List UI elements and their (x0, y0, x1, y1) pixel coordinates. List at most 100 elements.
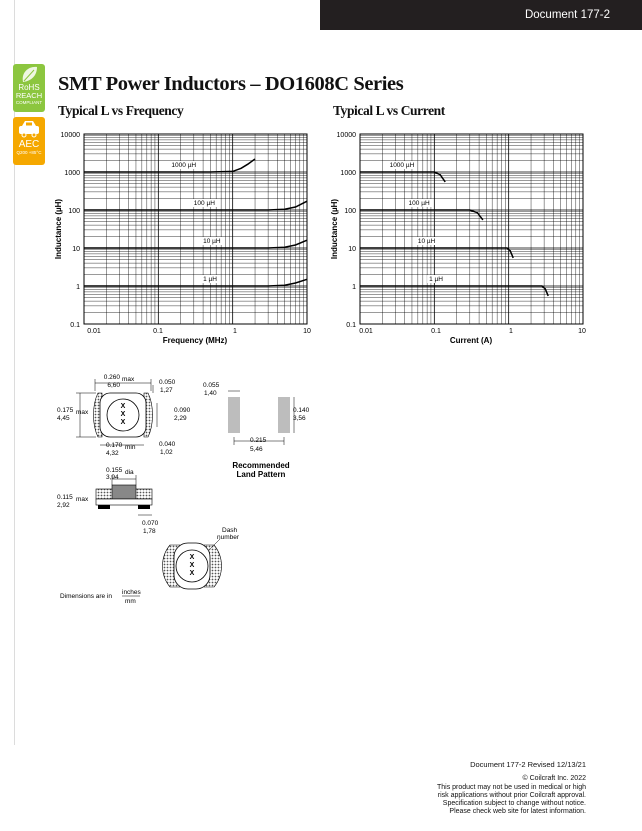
frequency-series-label-bg-1 (191, 199, 218, 207)
current-series-label-bg-0 (387, 161, 417, 169)
aec-badge: AEC Q200 +85°C (13, 117, 45, 165)
dim-thick-in: 0.115 (57, 494, 73, 501)
dim-side-mm: 2,29 (174, 415, 187, 422)
dim-height-in: 0.175 (57, 407, 74, 414)
current-series-label-0: 1000 µH (390, 162, 415, 169)
left-margin-rule (14, 0, 15, 745)
mechanical-drawing: X X X X X X (57, 374, 310, 605)
dim-top-width-max: max (122, 376, 135, 383)
top-view: X X X (76, 379, 158, 446)
frequency-series-label-bg-2 (201, 237, 224, 245)
dim-land-span-mm: 5,46 (250, 446, 263, 453)
dim-height-mm: 4,45 (57, 415, 70, 422)
dim-land-h-in: 0.140 (293, 407, 310, 414)
frequency-series-label-bg-3 (201, 275, 220, 283)
car-icon (19, 121, 39, 138)
frequency-series-line-3 (84, 278, 308, 287)
frequency-x-tick-0.01: 0.01 (87, 328, 101, 335)
dim-land-h-mm: 3,56 (293, 415, 306, 422)
units-inches: inches (122, 589, 142, 596)
frequency-series-line-0 (84, 158, 256, 173)
current-y-tick-1000: 1000 (340, 170, 356, 177)
current-chart-series: 1000 µH 100 µH 10 µH 1 µH (360, 161, 549, 297)
dim-land-w-mm: 1,40 (204, 390, 217, 397)
frequency-series-label-3: 1 µH (203, 276, 217, 283)
current-series-line-3 (360, 285, 549, 297)
frequency-x-tick-0.1: 0.1 (153, 328, 163, 335)
bottom-view: X X X (162, 538, 222, 590)
left-chart-title: Typical L vs Frequency (58, 103, 184, 118)
current-series-label-3: 1 µH (429, 276, 443, 283)
frequency-y-tick-10000: 10000 (61, 132, 81, 139)
units-note: Dimensions are in (60, 593, 112, 600)
dim-height-max: max (76, 409, 89, 416)
dash-number-label-1: Dash (222, 527, 238, 534)
current-series-line-2 (360, 247, 514, 259)
current-chart-grid (359, 134, 583, 325)
svg-text:X: X (121, 411, 126, 418)
dim-dia-mm: 3,94 (106, 474, 119, 481)
frequency-chart-frame (83, 133, 308, 325)
dim-side-in: 0.090 (174, 407, 191, 414)
dim-pad-in: 0.050 (159, 379, 176, 386)
footer-line-1: This product may not be used in medical … (436, 784, 586, 791)
land-pattern (228, 390, 295, 445)
page-title: SMT Power Inductors – DO1608C Series (58, 73, 404, 95)
dim-bottom-mm: 4,32 (106, 450, 119, 457)
current-y-tick-10000: 10000 (337, 132, 357, 139)
frequency-series-label-bg-0 (169, 161, 199, 169)
frequency-x-tick-10: 10 (303, 328, 311, 335)
frequency-y-tick-1000: 1000 (64, 170, 80, 177)
reach-text: REACH (15, 91, 43, 100)
current-series-label-bg-2 (415, 237, 438, 245)
leaf-icon (22, 66, 37, 82)
side-view (95, 475, 153, 516)
svg-text:X: X (190, 554, 195, 561)
current-series-line-1 (360, 209, 484, 221)
dash-number-label-2: number (217, 534, 240, 541)
rohs-badge: RoHS REACH COMPLIANT (13, 64, 45, 112)
land-pattern-caption-1: Recommended (232, 461, 289, 470)
footer-line-4: Please check web site for latest informa… (449, 808, 586, 815)
dim-gap-in: 0.040 (159, 441, 176, 448)
footer-copyright: © Coilcraft Inc. 2022 (522, 775, 586, 782)
frequency-y-tick-100: 100 (68, 208, 80, 215)
dim-land-span-in: 0.215 (250, 437, 267, 444)
header-bar: Document 177-2 (320, 0, 642, 30)
current-series-line-0 (360, 171, 446, 183)
frequency-series-label-1: 100 µH (194, 200, 215, 207)
dim-dia-label: dia (125, 469, 134, 476)
dim-top-width-mm: 6,60 (107, 382, 120, 389)
svg-text:X: X (121, 403, 126, 410)
current-y-axis-label: Inductance (µH) (330, 199, 339, 260)
dim-thick-mm: 2,92 (57, 502, 70, 509)
current-series-label-2: 10 µH (418, 238, 436, 245)
rohs-text: RoHS (18, 83, 40, 92)
footer-line-3: Specification subject to change without … (442, 800, 586, 807)
svg-text:X: X (190, 562, 195, 569)
current-chart-frame (359, 133, 584, 325)
svg-text:X: X (121, 419, 126, 426)
frequency-y-axis-label: Inductance (µH) (54, 199, 63, 260)
dim-land-w-in: 0.055 (203, 382, 220, 389)
current-y-tick-100: 100 (344, 208, 356, 215)
frequency-x-axis-label: Frequency (MHz) (163, 336, 228, 345)
svg-text:X: X (190, 570, 195, 577)
current-series-label-1: 100 µH (409, 200, 430, 207)
current-y-tick-10: 10 (348, 246, 356, 253)
current-series-label-bg-3 (427, 275, 446, 283)
current-x-tick-1: 1 (509, 328, 513, 335)
land-pattern-caption-2: Land Pattern (237, 470, 286, 479)
dim-term-mm: 1,78 (143, 528, 156, 535)
frequency-y-tick-0.1: 0.1 (70, 322, 80, 329)
footer-document-line: Document 177-2 Revised 12/13/21 (470, 760, 586, 769)
current-y-tick-0.1: 0.1 (346, 322, 356, 329)
current-x-tick-0.01: 0.01 (359, 328, 373, 335)
frequency-y-tick-1: 1 (76, 284, 80, 291)
dim-top-width-in: 0.260 (104, 374, 121, 381)
current-x-tick-0.1: 0.1 (431, 328, 441, 335)
units-mm: mm (125, 598, 136, 605)
right-chart-title: Typical L vs Current (333, 103, 445, 118)
